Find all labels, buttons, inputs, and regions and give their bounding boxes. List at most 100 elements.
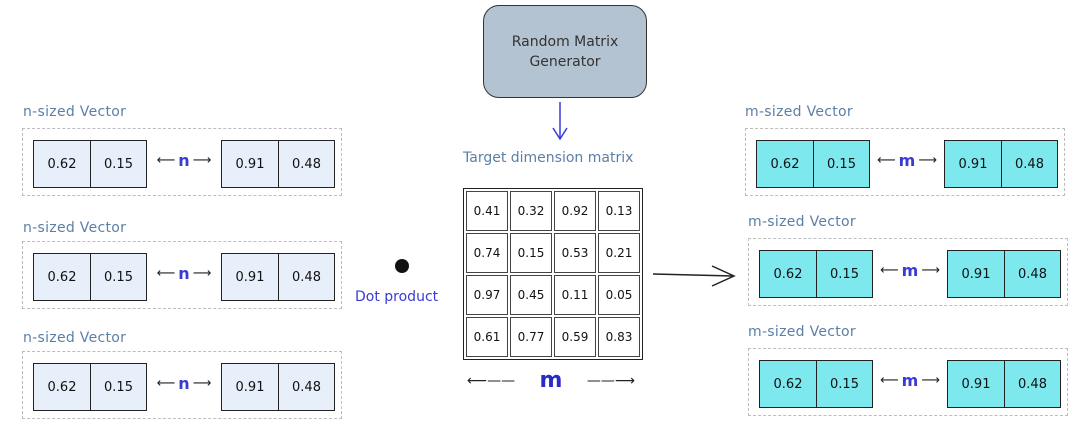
dimension-label: n	[178, 151, 190, 170]
n-vector-label: n-sized Vector	[23, 330, 127, 346]
matrix-cell: 0.77	[510, 317, 552, 357]
dimension-indicator: ⟵ m ⟶	[873, 261, 947, 280]
vector-cell: 0.15	[90, 254, 146, 300]
vector-cell: 0.15	[816, 251, 872, 297]
vector-cells: 0.62 0.15	[33, 140, 147, 188]
vector-cells: 0.62 0.15	[759, 360, 873, 408]
dimension-label: m	[901, 261, 919, 280]
matrix-cell: 0.45	[510, 275, 552, 315]
dimension-label: n	[178, 374, 190, 393]
vector-cells: 0.91 0.48	[221, 253, 335, 301]
vector-cell: 0.62	[760, 251, 816, 297]
dimension-indicator: ⟵ m ⟶	[870, 151, 944, 170]
m-dimension-label: m	[539, 368, 563, 393]
vector-cell: 0.62	[34, 364, 90, 410]
vector-cells: 0.91 0.48	[221, 140, 335, 188]
right-arrow-icon: ⟶	[192, 376, 212, 391]
vector-cells: 0.91 0.48	[947, 250, 1061, 298]
m-vector-label: m-sized Vector	[748, 214, 856, 230]
right-arrow-icon: ⟶	[918, 153, 937, 168]
vector-cell: 0.15	[816, 361, 872, 407]
n-vector-group: 0.62 0.15 ⟵ n ⟶ 0.91 0.48	[22, 241, 342, 309]
vector-cell: 0.91	[222, 364, 278, 410]
n-vector-group: 0.62 0.15 ⟵ n ⟶ 0.91 0.48	[22, 351, 342, 419]
matrix-m-dimension: ⟵—— m ——⟶	[467, 368, 635, 393]
n-vector-label: n-sized Vector	[23, 104, 127, 120]
matrix-output-arrow	[652, 265, 736, 287]
n-vector-label: n-sized Vector	[23, 220, 127, 236]
n-vector-group: 0.62 0.15 ⟵ n ⟶ 0.91 0.48	[22, 128, 342, 196]
m-vector-label: m-sized Vector	[748, 324, 856, 340]
dimension-label: m	[901, 371, 919, 390]
left-arrow-icon: ⟵	[156, 266, 176, 281]
matrix-cell: 0.15	[510, 233, 552, 273]
matrix-cell: 0.05	[598, 275, 640, 315]
left-arrow-icon: ⟵	[880, 263, 899, 278]
matrix-cell: 0.92	[554, 191, 596, 231]
target-dimension-label: Target dimension matrix	[463, 150, 634, 166]
matrix-cell: 0.32	[510, 191, 552, 231]
vector-cell: 0.48	[1004, 361, 1060, 407]
vector-cell: 0.48	[278, 254, 334, 300]
vector-cells: 0.62 0.15	[33, 253, 147, 301]
right-arrow-icon: ⟶	[192, 153, 212, 168]
vector-cell: 0.48	[278, 364, 334, 410]
random-matrix-generator-box: Random Matrix Generator	[483, 5, 647, 98]
vector-cell: 0.48	[1001, 141, 1057, 187]
matrix-cell: 0.97	[466, 275, 508, 315]
left-arrow-icon: ⟵	[156, 376, 176, 391]
m-vector-group: 0.62 0.15 ⟵ m ⟶ 0.91 0.48	[745, 128, 1065, 196]
matrix-cell: 0.41	[466, 191, 508, 231]
matrix-cell: 0.83	[598, 317, 640, 357]
right-arrow-icon: ⟶	[921, 373, 940, 388]
vector-cells: 0.62 0.15	[756, 140, 870, 188]
dimension-label: n	[178, 264, 190, 283]
generator-label: Random Matrix Generator	[511, 33, 619, 70]
vector-cell: 0.48	[278, 141, 334, 187]
dimension-label: m	[898, 151, 916, 170]
vector-cell: 0.91	[945, 141, 1001, 187]
vector-cell: 0.48	[1004, 251, 1060, 297]
right-arrow-icon: ⟶	[192, 266, 212, 281]
vector-cells: 0.91 0.48	[944, 140, 1058, 188]
dimension-indicator: ⟵ n ⟶	[147, 264, 221, 283]
vector-cells: 0.62 0.15	[33, 363, 147, 411]
matrix-cell: 0.21	[598, 233, 640, 273]
m-vector-group: 0.62 0.15 ⟵ m ⟶ 0.91 0.48	[748, 348, 1068, 416]
dimension-indicator: ⟵ n ⟶	[147, 151, 221, 170]
dot-product-label: Dot product	[355, 289, 439, 305]
right-arrow-icon: ⟶	[921, 263, 940, 278]
generator-down-arrow	[552, 102, 568, 141]
vector-cell: 0.62	[34, 141, 90, 187]
dot-product-icon	[395, 259, 409, 273]
matrix-cell: 0.11	[554, 275, 596, 315]
vector-cells: 0.91 0.48	[221, 363, 335, 411]
matrix-cell: 0.53	[554, 233, 596, 273]
vector-cell: 0.91	[222, 254, 278, 300]
target-dimension-matrix: 0.41 0.32 0.92 0.13 0.74 0.15 0.53 0.21 …	[463, 188, 643, 360]
vector-cell: 0.62	[760, 361, 816, 407]
matrix-cell: 0.59	[554, 317, 596, 357]
vector-cell: 0.15	[90, 141, 146, 187]
vector-cells: 0.91 0.48	[947, 360, 1061, 408]
m-vector-group: 0.62 0.15 ⟵ m ⟶ 0.91 0.48	[748, 238, 1068, 306]
dimension-indicator: ⟵ n ⟶	[147, 374, 221, 393]
vector-cell: 0.62	[757, 141, 813, 187]
matrix-cell: 0.74	[466, 233, 508, 273]
vector-cell: 0.91	[948, 251, 1004, 297]
m-vector-label: m-sized Vector	[745, 104, 853, 120]
vector-cell: 0.15	[813, 141, 869, 187]
right-arrow-icon: ——⟶	[586, 372, 635, 389]
matrix-cell: 0.13	[598, 191, 640, 231]
vector-cell: 0.15	[90, 364, 146, 410]
matrix-cell: 0.61	[466, 317, 508, 357]
vector-cell: 0.91	[222, 141, 278, 187]
left-arrow-icon: ⟵	[156, 153, 176, 168]
left-arrow-icon: ⟵	[877, 153, 896, 168]
left-arrow-icon: ⟵——	[467, 372, 516, 389]
vector-cell: 0.62	[34, 254, 90, 300]
vector-cell: 0.91	[948, 361, 1004, 407]
vector-cells: 0.62 0.15	[759, 250, 873, 298]
dimension-indicator: ⟵ m ⟶	[873, 371, 947, 390]
